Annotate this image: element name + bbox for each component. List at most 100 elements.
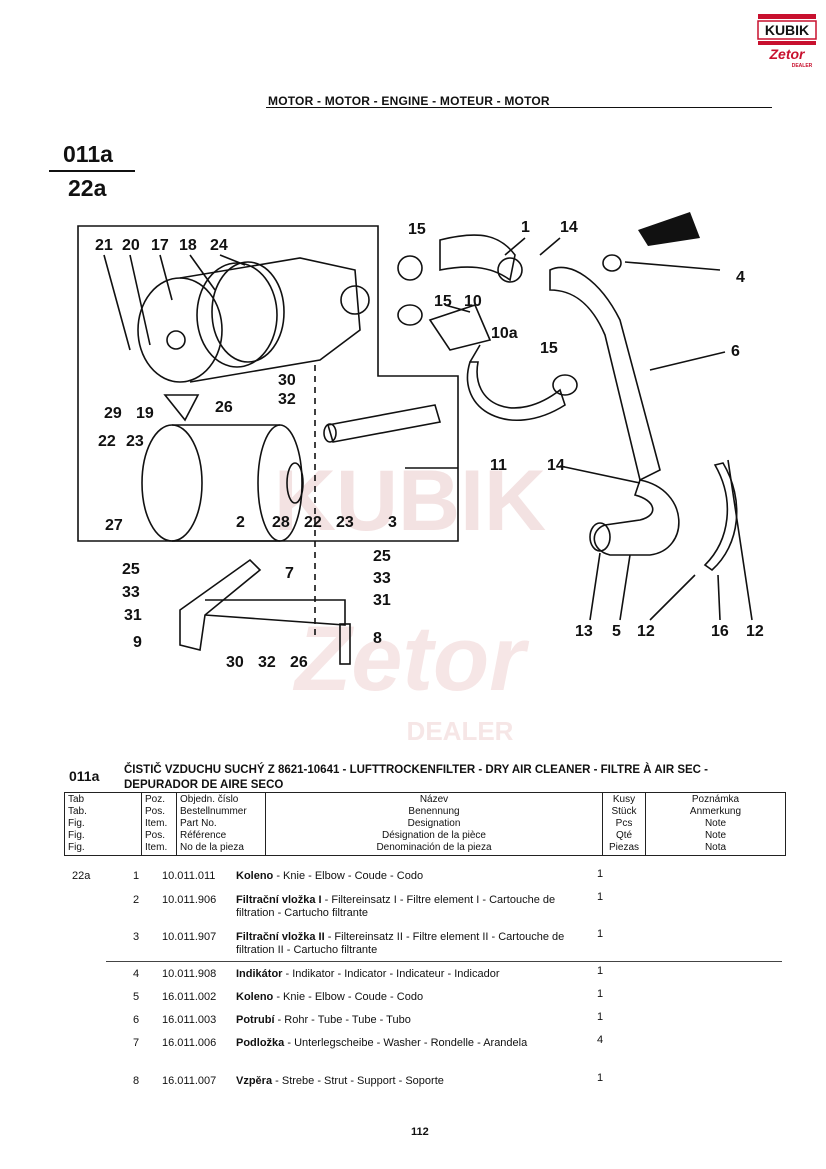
svg-text:6: 6 xyxy=(731,343,740,360)
figure-code-divider xyxy=(49,170,135,172)
row-part-number: 16.011.002 xyxy=(162,991,217,1003)
row-qty: 4 xyxy=(597,1034,604,1046)
svg-text:30: 30 xyxy=(226,654,244,671)
watermark-zetor-text: Zetor xyxy=(292,608,529,710)
logo-kubik-text: KUBIK xyxy=(765,22,809,38)
row-description: Vzpěra - Strebe - Strut - Support - Sopo… xyxy=(236,1075,566,1088)
svg-text:31: 31 xyxy=(373,592,391,609)
svg-text:29: 29 xyxy=(104,405,122,422)
row-name-primary: Koleno xyxy=(236,991,274,1003)
svg-text:14: 14 xyxy=(547,457,565,474)
row-name-translations: - Strebe - Strut - Support - Soporte xyxy=(272,1075,444,1087)
svg-text:21: 21 xyxy=(95,237,113,254)
row-pos: 4 xyxy=(133,968,140,980)
row-part-number: 10.011.906 xyxy=(162,894,217,906)
row-pos: 2 xyxy=(133,894,140,906)
svg-text:24: 24 xyxy=(210,237,228,254)
page-header-title: MOTOR - MOTOR - ENGINE - MOTEUR - MOTOR xyxy=(268,94,550,108)
section-number: 011a xyxy=(69,768,100,784)
svg-text:8: 8 xyxy=(373,630,382,647)
col-pos-header: Poz. Pos. Item. Pos. Item. xyxy=(141,792,177,856)
row-description: Koleno - Knie - Elbow - Coude - Codo xyxy=(236,991,566,1004)
col-note-header: Poznámka Anmerkung Note Note Nota xyxy=(645,792,786,856)
row-description: Filtrační vložka I - Filtereinsatz I - F… xyxy=(236,894,566,920)
svg-text:3: 3 xyxy=(388,514,397,531)
row-qty: 1 xyxy=(597,891,604,903)
row-name-primary: Potrubí xyxy=(236,1014,275,1026)
svg-text:16: 16 xyxy=(711,623,729,640)
row-name-primary: Podložka xyxy=(236,1037,285,1049)
header-rule xyxy=(266,107,772,108)
figure-code-top: 011a xyxy=(63,141,113,167)
row-qty: 1 xyxy=(597,1072,604,1084)
row-name-translations: - Indikator - Indicator - Indicateur - I… xyxy=(282,968,500,980)
row-qty: 1 xyxy=(597,988,604,1000)
row-pos: 3 xyxy=(133,931,140,943)
svg-text:27: 27 xyxy=(105,517,123,534)
svg-text:23: 23 xyxy=(126,433,144,450)
col-number-header: Objedn. číslo Bestellnummer Part No. Réf… xyxy=(176,792,266,856)
row-name-primary: Filtrační vložka I xyxy=(236,894,322,906)
row-qty: 1 xyxy=(597,928,604,940)
svg-text:1: 1 xyxy=(521,219,530,236)
row-part-number: 10.011.907 xyxy=(162,931,217,943)
svg-text:30: 30 xyxy=(278,372,296,389)
watermark-dealer-text: DEALER xyxy=(407,716,514,746)
row-part-number: 16.011.003 xyxy=(162,1014,217,1026)
row-name-translations: - Knie - Elbow - Coude - Codo xyxy=(273,991,424,1003)
svg-text:7: 7 xyxy=(285,565,294,582)
svg-text:22: 22 xyxy=(98,433,116,450)
svg-text:15: 15 xyxy=(540,340,558,357)
page-number: 112 xyxy=(411,1126,429,1138)
svg-text:25: 25 xyxy=(373,548,391,565)
svg-text:33: 33 xyxy=(122,584,140,601)
row-name-translations: - Filtereinsatz II - Filtre element II -… xyxy=(236,931,565,956)
svg-text:19: 19 xyxy=(136,405,154,422)
row-qty: 1 xyxy=(597,965,604,977)
row-name-primary: Filtrační vložka II xyxy=(236,931,325,943)
figure-code-bottom: 22a xyxy=(68,175,107,201)
svg-text:25: 25 xyxy=(122,561,140,578)
svg-text:20: 20 xyxy=(122,237,140,254)
row-description: Koleno - Knie - Elbow - Coude - Codo xyxy=(236,870,566,883)
row-qty: 1 xyxy=(597,1011,604,1023)
svg-text:14: 14 xyxy=(560,219,578,236)
svg-text:9: 9 xyxy=(133,634,142,651)
svg-text:33: 33 xyxy=(373,570,391,587)
watermark-kubik-text: KUBIK xyxy=(274,453,546,549)
row-pos: 7 xyxy=(133,1037,140,1049)
col-tab-header: Tab Tab. Fig. Fig. Fig. xyxy=(64,792,142,856)
table-divider xyxy=(106,961,782,962)
row-part-number: 16.011.006 xyxy=(162,1037,217,1049)
svg-text:28: 28 xyxy=(272,514,290,531)
row-pos: 6 xyxy=(133,1014,140,1026)
row-part-number: 10.011.908 xyxy=(162,968,217,980)
col-qty-header: Kusy Stück Pcs Qté Piezas xyxy=(602,792,646,856)
svg-text:2: 2 xyxy=(236,514,245,531)
col-name-header: Název Benennung Designation Désignation … xyxy=(265,792,603,856)
row-name-translations: - Knie - Elbow - Coude - Codo xyxy=(273,870,424,882)
svg-text:5: 5 xyxy=(612,623,621,640)
row-pos: 5 xyxy=(133,991,140,1003)
row-description: Filtrační vložka II - Filtereinsatz II -… xyxy=(236,931,566,957)
svg-text:31: 31 xyxy=(124,607,142,624)
row-name-translations: - Rohr - Tube - Tube - Tubo xyxy=(274,1014,411,1026)
row-name-translations: - Filtereinsatz I - Filtre element I - C… xyxy=(236,894,556,919)
svg-text:22: 22 xyxy=(304,514,322,531)
svg-text:10: 10 xyxy=(464,293,482,310)
row-pos: 8 xyxy=(133,1075,140,1087)
svg-text:17: 17 xyxy=(151,237,169,254)
parts-table-header: Tab Tab. Fig. Fig. Fig. Poz. Pos. Item. … xyxy=(64,792,786,856)
svg-text:18: 18 xyxy=(179,237,197,254)
svg-text:12: 12 xyxy=(746,623,764,640)
row-description: Potrubí - Rohr - Tube - Tube - Tubo xyxy=(236,1014,566,1027)
row-name-primary: Koleno xyxy=(236,870,274,882)
kubik-zetor-logo: KUBIK Zetor DEALER xyxy=(757,14,817,69)
svg-text:15: 15 xyxy=(408,221,426,238)
section-title: ČISTIČ VZDUCHU SUCHÝ Z 8621-10641 - LUFT… xyxy=(124,764,708,791)
svg-text:32: 32 xyxy=(258,654,276,671)
row-name-translations: - Unterlegscheibe - Washer - Rondelle - … xyxy=(284,1037,528,1049)
svg-text:12: 12 xyxy=(637,623,655,640)
row-name-primary: Vzpěra xyxy=(236,1075,273,1087)
